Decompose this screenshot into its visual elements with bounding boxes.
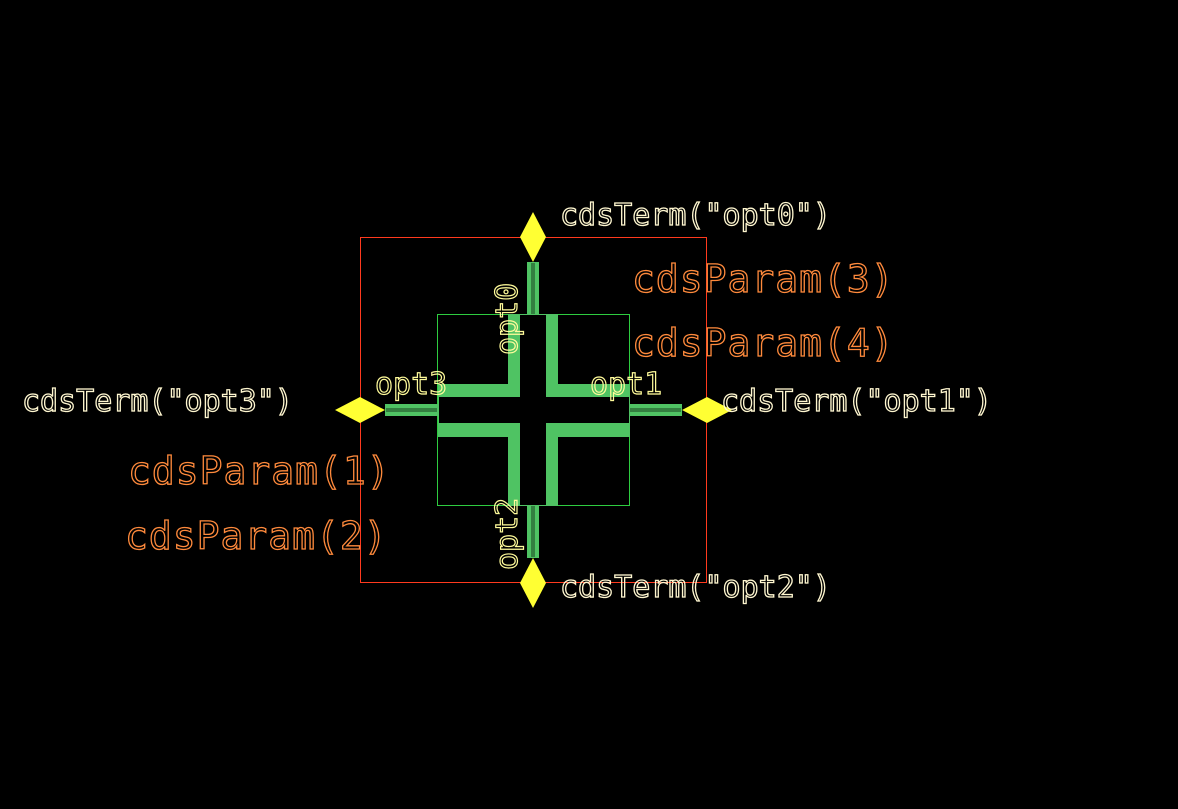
param-label-2: cdsParam(2) <box>125 514 388 558</box>
param-label-4: cdsParam(4) <box>632 321 895 365</box>
pin-label-left: opt3 <box>375 367 447 402</box>
pin-diamond-top[interactable] <box>520 212 546 262</box>
term-label-bottom: cdsTerm("opt2") <box>560 570 831 605</box>
pin-label-bottom: opt2 <box>490 498 525 570</box>
pin-diamond-left[interactable] <box>335 397 385 423</box>
param-label-1: cdsParam(1) <box>128 449 391 493</box>
term-label-top: cdsTerm("opt0") <box>560 198 831 233</box>
pin-diamond-right[interactable] <box>682 397 732 423</box>
pin-label-right: opt1 <box>590 367 662 402</box>
term-label-left: cdsTerm("opt3") <box>22 384 293 419</box>
pin-label-top: opt0 <box>490 283 525 355</box>
param-label-3: cdsParam(3) <box>632 257 895 301</box>
pin-diamond-bottom[interactable] <box>520 558 546 608</box>
crossing-waveguide <box>438 314 630 506</box>
pin-stubs <box>385 262 682 558</box>
term-label-right: cdsTerm("opt1") <box>721 384 992 419</box>
